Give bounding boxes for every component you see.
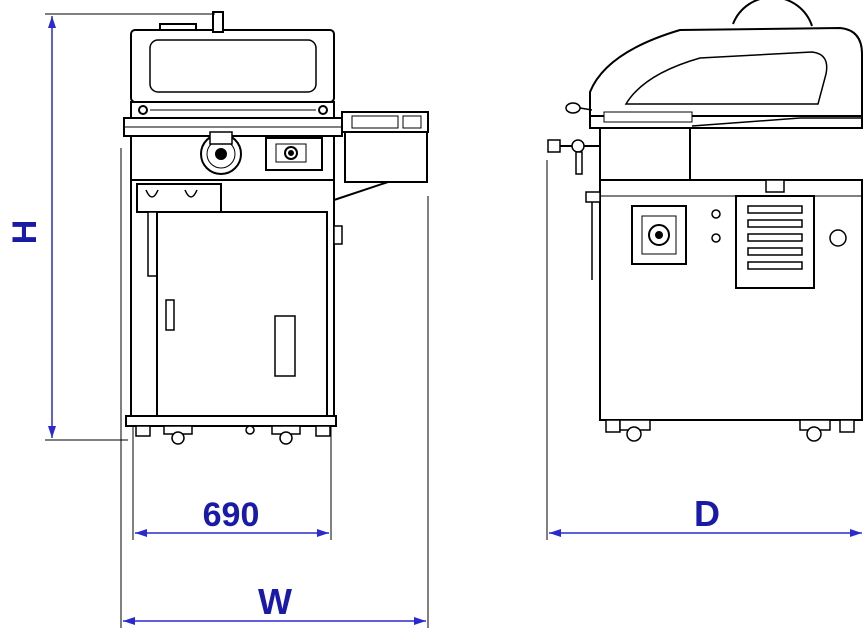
- front-door: [156, 211, 328, 417]
- side-indicator-2: [711, 233, 721, 243]
- side-vise-body: [599, 127, 691, 181]
- side-port: [829, 229, 847, 247]
- side-casters: [605, 419, 855, 442]
- front-top-handle: [212, 11, 224, 33]
- front-hood-window: [149, 39, 317, 93]
- height-label: H: [6, 220, 44, 245]
- side-arm-window: [624, 51, 828, 105]
- overall-width-label: W: [258, 581, 292, 622]
- side-blade-guard: [732, 0, 813, 27]
- front-tool-holder: [136, 183, 222, 213]
- front-casters: [135, 425, 331, 445]
- depth-label: D: [694, 493, 720, 534]
- dimension-lines: [45, 13, 862, 628]
- front-door-window: [274, 315, 296, 377]
- width-690-label: 690: [203, 496, 260, 534]
- front-base: [125, 415, 337, 427]
- front-door-latch: [165, 299, 175, 331]
- front-view: [123, 11, 429, 445]
- front-side-tray: [344, 131, 428, 183]
- side-view: [547, 0, 863, 442]
- side-indicator-1: [711, 209, 721, 219]
